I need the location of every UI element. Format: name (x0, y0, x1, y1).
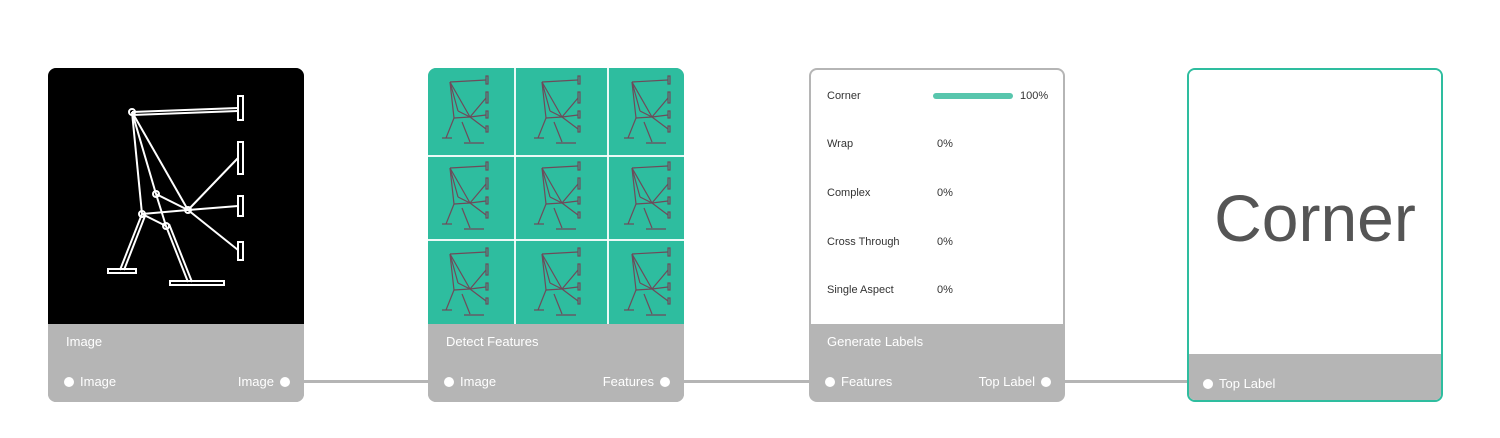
node-footer (48, 324, 304, 402)
port-dot-icon[interactable] (444, 376, 454, 387)
port-label: Top Label (978, 374, 1035, 389)
connector-detect-to-labels (681, 380, 811, 383)
output-port-image[interactable]: Image (238, 374, 290, 389)
port-label: Features (841, 374, 893, 389)
input-port-image[interactable]: Image (444, 374, 496, 389)
image-node[interactable]: Image Image Image (48, 68, 304, 402)
grid-divider (428, 155, 684, 157)
grid-divider (514, 68, 516, 324)
top-label-value: Corner (1214, 181, 1416, 255)
label-name-wrap: Wrap (827, 138, 854, 150)
score-value-wrap: 0% (937, 138, 953, 150)
port-dot-icon[interactable] (1203, 378, 1213, 389)
node-footer (428, 324, 684, 402)
label-scores: Corner 100% Wrap 0% Complex 0% Cross Thr… (811, 70, 1063, 324)
detect-features-node[interactable]: Detect Features Image Features (428, 68, 684, 402)
label-name-cross-through: Cross Through (827, 236, 900, 248)
image-preview (48, 68, 304, 324)
port-label: Image (460, 374, 497, 389)
output-port-top-label[interactable]: Top Label (979, 374, 1051, 389)
top-label-display: Corner (1189, 70, 1441, 354)
port-dot-icon[interactable] (64, 376, 74, 387)
port-dot-icon[interactable] (1041, 376, 1051, 387)
node-title: Detect Features (446, 334, 539, 349)
connector-labels-to-top (1062, 380, 1189, 383)
feature-tiles (441, 75, 671, 316)
input-port-image[interactable]: Image (64, 374, 116, 389)
score-bar-corner (933, 93, 1013, 99)
port-dot-icon[interactable] (280, 376, 290, 387)
node-title: Image (66, 334, 103, 349)
grid-divider (428, 239, 684, 241)
label-name-corner: Corner (827, 90, 861, 102)
score-value-single-aspect: 0% (937, 284, 953, 296)
port-label: Image (237, 374, 274, 389)
grid-divider (607, 68, 609, 324)
port-label: Image (80, 374, 117, 389)
node-footer (1189, 354, 1441, 400)
output-port-features[interactable]: Features (603, 374, 670, 389)
node-title: Generate Labels (827, 334, 924, 349)
port-dot-icon[interactable] (825, 376, 835, 387)
score-value-complex: 0% (937, 187, 953, 199)
connector-image-to-detect (300, 380, 430, 383)
chair-drawing (107, 95, 244, 286)
port-label: Top Label (1219, 376, 1276, 391)
node-footer (811, 324, 1063, 400)
generate-labels-node[interactable]: Corner 100% Wrap 0% Complex 0% Cross Thr… (809, 68, 1065, 402)
feature-grid (428, 68, 684, 324)
input-port-features[interactable]: Features (825, 374, 892, 389)
label-name-single-aspect: Single Aspect (827, 284, 894, 296)
label-name-complex: Complex (827, 187, 871, 199)
top-label-node[interactable]: Corner Top Label (1187, 68, 1443, 402)
score-value-corner: 100% (1020, 90, 1049, 102)
port-dot-icon[interactable] (660, 376, 670, 387)
score-value-cross-through: 0% (937, 236, 953, 248)
port-label: Features (602, 374, 654, 389)
input-port-top-label[interactable]: Top Label (1203, 376, 1275, 391)
